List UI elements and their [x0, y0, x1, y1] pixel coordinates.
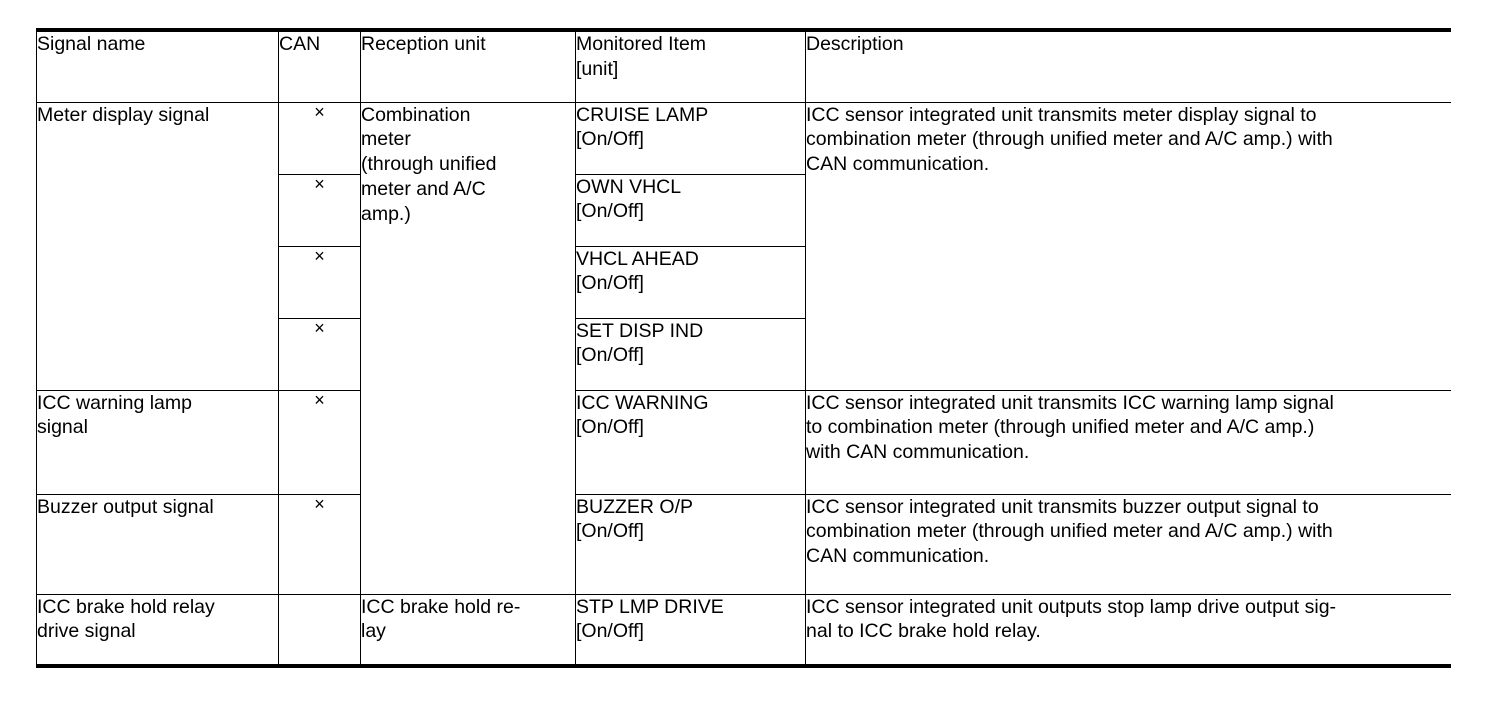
- description-line: with CAN communication.: [806, 441, 1030, 464]
- can-mark-own-vhcl: ×: [278, 173, 361, 247]
- column-header-can: CAN: [278, 28, 361, 103]
- monitored-item-own-vhcl: OWN VHCL [On/Off]: [575, 174, 806, 247]
- column-header-monitored-item: Monitored Item [unit]: [575, 28, 806, 103]
- can-mark-cruise-lamp: ×: [278, 101, 361, 175]
- can-mark-icc-warning: ×: [278, 389, 361, 495]
- column-header-signal-name: Signal name: [36, 28, 279, 103]
- cross-icon: ×: [314, 389, 325, 410]
- can-mark-vhcl-ahead: ×: [278, 245, 361, 319]
- can-mark-buzzer-op: ×: [278, 493, 361, 595]
- monitored-item-icc-warning: ICC WARNING [On/Off]: [575, 390, 806, 495]
- signal-name-line: signal: [37, 416, 88, 439]
- monitored-item-name: STP LMP DRIVE: [576, 595, 724, 618]
- monitored-item-unit: [On/Off]: [576, 272, 644, 295]
- monitored-item-buzzer-op: BUZZER O/P [On/Off]: [575, 494, 806, 595]
- reception-unit-line: Combination: [361, 103, 471, 126]
- monitored-item-name: SET DISP IND: [576, 319, 704, 342]
- monitored-item-unit: [On/Off]: [576, 200, 644, 223]
- description-line: CAN communication.: [806, 545, 990, 568]
- monitored-item-unit: [On/Off]: [576, 344, 644, 367]
- monitored-item-unit: [On/Off]: [576, 620, 644, 643]
- description-line: combination meter (through unified meter…: [806, 128, 1333, 151]
- monitored-item-name: OWN VHCL: [576, 175, 682, 198]
- reception-unit-line: meter and A/C: [361, 178, 486, 201]
- signal-name-icc-brake-hold-relay-drive-signal: ICC brake hold relay drive signal: [36, 594, 279, 668]
- signal-name-line: drive signal: [37, 620, 136, 643]
- description-line: ICC sensor integrated unit transmits buz…: [806, 495, 1319, 518]
- cross-icon: ×: [314, 493, 325, 514]
- column-header-monitored-item-line1: Monitored Item: [576, 33, 707, 55]
- cross-icon: ×: [314, 317, 325, 338]
- signal-name-meter-display-signal: Meter display signal: [36, 102, 279, 391]
- monitored-item-unit: [On/Off]: [576, 128, 644, 151]
- signal-reference-table: Signal name CAN Reception unit Monitored…: [36, 28, 1451, 668]
- table-row: × VHCL AHEAD [On/Off]: [37, 245, 1451, 319]
- description-line: CAN communication.: [806, 153, 990, 176]
- monitored-item-cruise-lamp: CRUISE LAMP [On/Off]: [575, 102, 806, 175]
- monitored-item-unit: [On/Off]: [576, 520, 644, 543]
- monitored-item-set-disp-ind: SET DISP IND [On/Off]: [575, 318, 806, 391]
- description-icc-brake-hold-relay-drive-signal: ICC sensor integrated unit outputs stop …: [805, 594, 1451, 668]
- signal-name-buzzer-output-signal: Buzzer output signal: [36, 494, 279, 595]
- signal-name-line: ICC brake hold relay: [37, 595, 215, 618]
- monitored-item-name: CRUISE LAMP: [576, 103, 709, 126]
- column-header-description: Description: [805, 28, 1451, 103]
- can-mark-set-disp-ind: ×: [278, 317, 361, 391]
- description-meter-display-signal: ICC sensor integrated unit transmits met…: [805, 102, 1451, 391]
- reception-unit-line: meter: [361, 128, 411, 151]
- description-line: ICC sensor integrated unit transmits met…: [806, 103, 1317, 126]
- reception-unit-line: lay: [361, 620, 386, 643]
- table-header-row: Signal name CAN Reception unit Monitored…: [36, 28, 1451, 103]
- description-line: to combination meter (through unified me…: [806, 416, 1315, 439]
- reception-unit-line: amp.): [361, 203, 411, 226]
- cross-icon: ×: [314, 245, 325, 266]
- monitored-item-vhcl-ahead: VHCL AHEAD [On/Off]: [575, 246, 806, 319]
- monitored-item-unit: [On/Off]: [576, 416, 644, 439]
- description-line: combination meter (through unified meter…: [806, 520, 1333, 543]
- table-row: Buzzer output signal × BUZZER O/P [On/Of…: [36, 493, 1451, 595]
- description-line: nal to ICC brake hold relay.: [806, 620, 1041, 643]
- signal-name-line: ICC warning lamp: [37, 391, 192, 414]
- can-mark-stp-lmp-drive: [278, 594, 361, 668]
- reception-unit-icc-brake-hold-relay: ICC brake hold re- lay: [360, 594, 576, 668]
- monitored-item-stp-lmp-drive: STP LMP DRIVE [On/Off]: [575, 594, 806, 668]
- monitored-item-name: BUZZER O/P: [576, 495, 694, 518]
- reception-unit-combination-meter: Combination meter (through unified meter…: [360, 102, 576, 595]
- reception-unit-line: (through unified: [361, 153, 497, 176]
- description-line: ICC sensor integrated unit outputs stop …: [806, 595, 1337, 618]
- table-row: Meter display signal × Combination meter…: [36, 101, 1451, 595]
- reception-unit-line: ICC brake hold re-: [361, 595, 521, 618]
- table-row: ICC brake hold relay drive signal ICC br…: [36, 594, 1451, 668]
- table-row: ICC warning lamp signal × ICC WARNING [O…: [36, 389, 1451, 495]
- cross-icon: ×: [314, 173, 325, 194]
- description-icc-warning-lamp-signal: ICC sensor integrated unit transmits ICC…: [805, 390, 1451, 495]
- column-header-reception-unit: Reception unit: [360, 28, 576, 103]
- table-row: × SET DISP IND [On/Off]: [37, 317, 1451, 391]
- column-header-monitored-item-line2: [unit]: [576, 57, 619, 80]
- table-row: × OWN VHCL [On/Off]: [37, 173, 1451, 247]
- monitored-item-name: ICC WARNING: [576, 391, 709, 414]
- description-buzzer-output-signal: ICC sensor integrated unit transmits buz…: [805, 494, 1451, 595]
- signal-name-icc-warning-lamp-signal: ICC warning lamp signal: [36, 390, 279, 495]
- cross-icon: ×: [314, 101, 325, 122]
- monitored-item-name: VHCL AHEAD: [576, 247, 699, 270]
- description-line: ICC sensor integrated unit transmits ICC…: [806, 391, 1334, 414]
